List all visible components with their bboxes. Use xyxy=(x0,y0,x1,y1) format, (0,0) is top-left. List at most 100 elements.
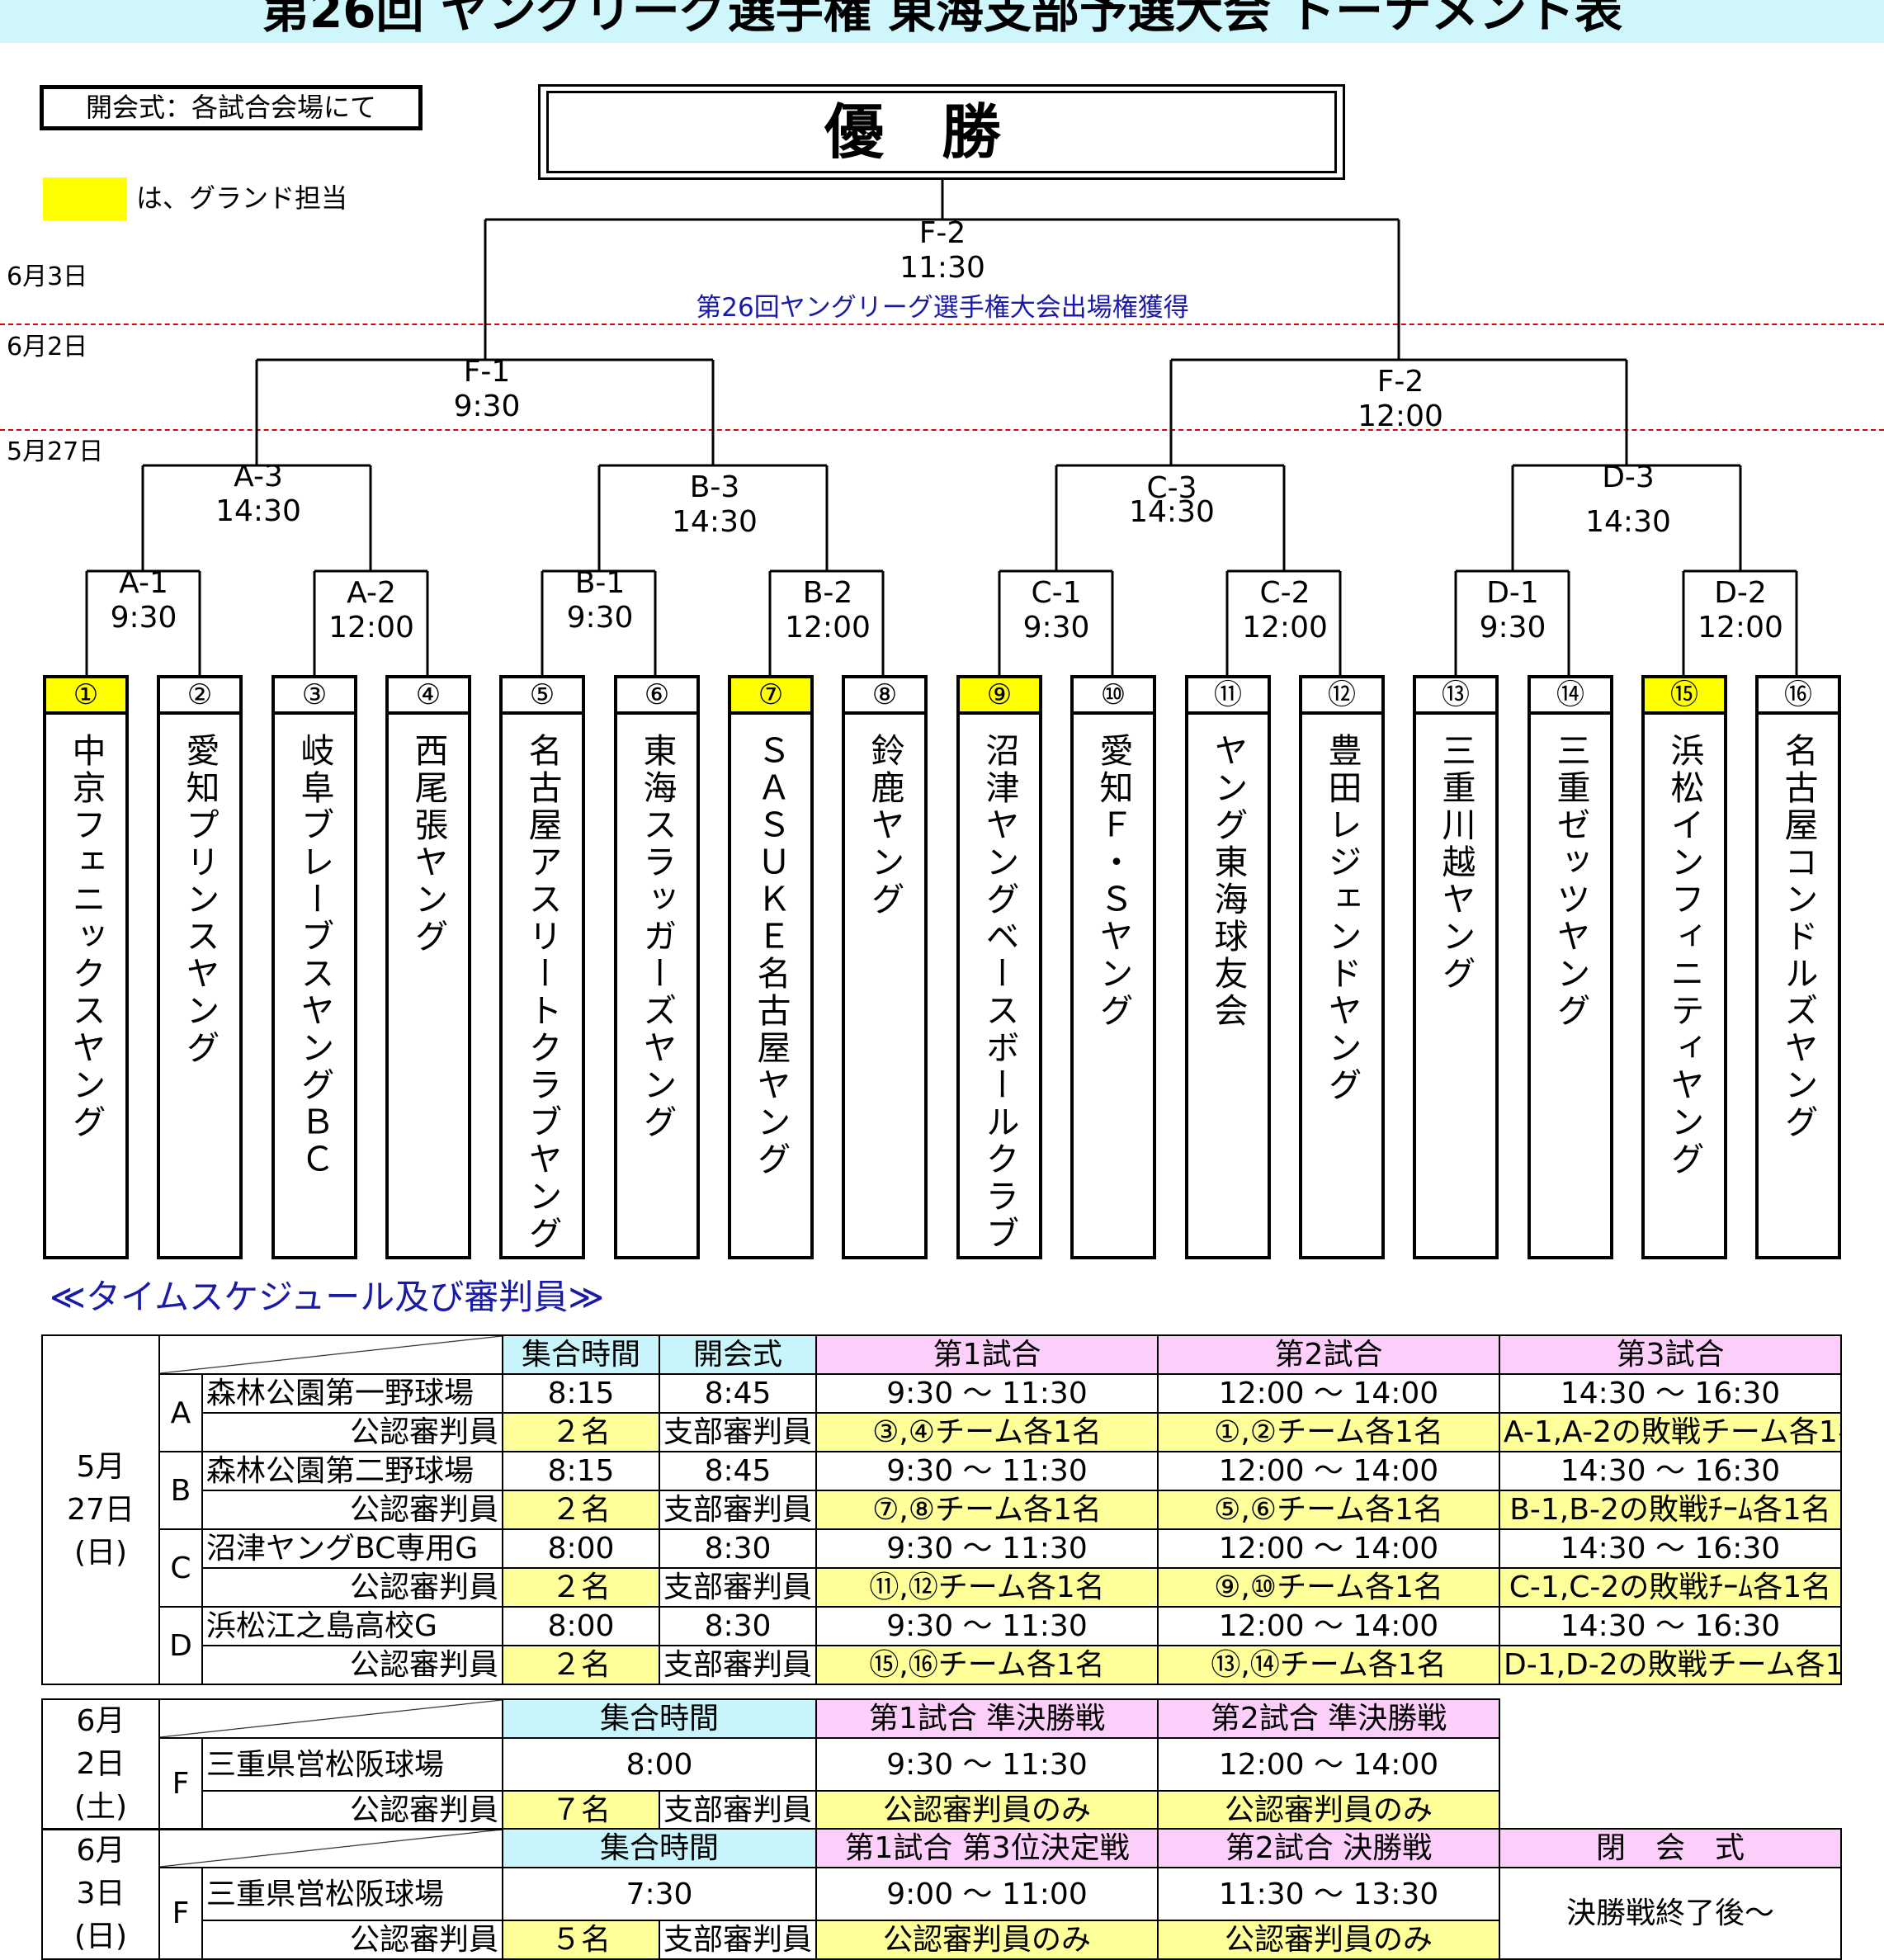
game3-time: 14:30 ～ 16:30 xyxy=(1499,1373,1842,1414)
opening-time: 8:30 xyxy=(659,1606,817,1646)
team-name: 岐阜ブレーブスヤングＢＣ xyxy=(295,733,334,1178)
referee-game2: ⑤,⑥チーム各1名 xyxy=(1157,1490,1500,1530)
team-box: 浜松インフィニティヤング xyxy=(1641,715,1727,1259)
bracket-lines xyxy=(85,180,1798,677)
referee-count: ５名 xyxy=(502,1920,660,1960)
team-slot: ⑫ 豊田レジェンドヤング xyxy=(1299,675,1385,1259)
match-final-time: 11:30 xyxy=(900,251,985,285)
header-third-place: 第1試合 第3位決定戦 xyxy=(815,1828,1159,1868)
team-number: ⑥ xyxy=(614,675,700,715)
team-number: ⑫ xyxy=(1299,675,1385,715)
header-game1: 第1試合 xyxy=(815,1334,1159,1375)
match-sf-time: 9:30 xyxy=(453,390,521,423)
schedule-heading: ≪タイムスケジュール及び審判員≫ xyxy=(50,1277,605,1317)
match-r1-code: C-1 xyxy=(1031,576,1082,610)
day-date: 27日 xyxy=(67,1492,135,1527)
team-slot: ⑥ 東海スラッガーズヤング xyxy=(614,675,700,1259)
team-name: ＳＡＳＵＫＥ名古屋ヤング xyxy=(751,733,791,1178)
venue-name: 森林公園第一野球場 xyxy=(201,1373,503,1414)
game2-time: 12:00 ～ 14:00 xyxy=(1157,1373,1500,1414)
gather-time: 8:00 xyxy=(502,1606,660,1646)
match-r1-code: D-1 xyxy=(1486,576,1539,610)
team-number: ⑦ xyxy=(728,675,814,715)
day-weekday: (日) xyxy=(73,1920,128,1953)
opening-time: 8:45 xyxy=(659,1373,817,1414)
gather-time: 8:15 xyxy=(502,1373,660,1414)
match-r1-time: 12:00 xyxy=(1242,611,1328,645)
header-game2: 第2試合 xyxy=(1157,1334,1500,1375)
team-box: 名古屋アスリートクラブヤング xyxy=(499,715,585,1259)
match-r2-time: 14:30 xyxy=(1585,505,1671,539)
team-box: 名古屋コンドルズヤング xyxy=(1755,715,1841,1259)
team-box: ＳＡＳＵＫＥ名古屋ヤング xyxy=(728,715,814,1259)
ground-legend-swatch xyxy=(43,177,127,220)
referee-label: 公認審判員 xyxy=(201,1790,503,1830)
team-number: ⑮ xyxy=(1641,675,1727,715)
venue-letter: C xyxy=(158,1528,203,1608)
team-box: 中京フェニックスヤング xyxy=(43,715,129,1259)
game3-time: 14:30 ～ 16:30 xyxy=(1499,1451,1842,1491)
page-title: 第26回 ヤングリーグ選手権 東海支部予選大会 トーナメント表 xyxy=(261,0,1623,39)
team-slot: ⑬ 三重川越ヤング xyxy=(1413,675,1499,1259)
team-number: ② xyxy=(157,675,243,715)
header-final: 第2試合 決勝戦 xyxy=(1157,1828,1501,1868)
header-semifinal1: 第1試合 準決勝戦 xyxy=(815,1698,1159,1739)
team-slot: ⑮ 浜松インフィニティヤング xyxy=(1641,675,1727,1259)
title-bar xyxy=(0,0,1884,43)
game1-time: 9:30 ～ 11:30 xyxy=(815,1528,1159,1569)
match-r2-time: 14:30 xyxy=(215,494,301,528)
referee-count: ２名 xyxy=(502,1645,660,1685)
day-month: 5月 xyxy=(76,1449,125,1484)
day-weekday: (土) xyxy=(73,1790,128,1824)
match-r2-code: B-3 xyxy=(689,470,740,504)
referee-game1: ⑮,⑯チーム各1名 xyxy=(815,1645,1159,1685)
match-r1-time: 9:30 xyxy=(566,601,634,635)
team-name: 名古屋コンドルズヤング xyxy=(1778,733,1818,1141)
game2-time: 11:30 ～ 13:30 xyxy=(1157,1867,1501,1921)
match-r1-time: 9:30 xyxy=(1479,611,1546,645)
ground-legend-text: は、グランド担当 xyxy=(136,182,348,214)
team-slot: ⑭ 三重ゼッツヤング xyxy=(1528,675,1613,1259)
date-label-june3: 6月3日 xyxy=(7,262,88,291)
game2-time: 12:00 ～ 14:00 xyxy=(1157,1606,1500,1646)
corner-cell xyxy=(158,1698,503,1739)
venue-letter: B xyxy=(158,1451,203,1530)
match-r2-code: C-3 xyxy=(1146,471,1197,505)
match-sf-time: 12:00 xyxy=(1358,399,1443,433)
branch-referee: 支部審判員 xyxy=(658,1790,818,1830)
opening-ceremony-note: 開会式：各試合会場にて xyxy=(40,85,423,130)
match-r2-time: 14:30 xyxy=(1129,495,1215,529)
team-name: 中京フェニックスヤング xyxy=(66,733,106,1141)
referee-game1: 公認審判員のみ xyxy=(815,1920,1159,1960)
referee-game2: 公認審判員のみ xyxy=(1157,1790,1501,1830)
team-number: ⑩ xyxy=(1070,675,1156,715)
team-slot: ② 愛知プリンスヤング xyxy=(157,675,243,1259)
date-label-may27: 5月27日 xyxy=(7,437,104,466)
day-date: 2日 xyxy=(76,1747,125,1781)
gather-time: 8:00 xyxy=(502,1528,660,1569)
match-r1-code: A-1 xyxy=(119,566,168,600)
team-number: ⑤ xyxy=(499,675,585,715)
team-name: ヤング東海球友会 xyxy=(1208,733,1248,1030)
match-r2-code: D-3 xyxy=(1602,460,1655,494)
team-box: 岐阜ブレーブスヤングＢＣ xyxy=(272,715,357,1259)
branch-referee: 支部審判員 xyxy=(659,1645,817,1685)
team-name: 愛知プリンスヤング xyxy=(180,733,220,1067)
header-closing: 閉 会 式 xyxy=(1499,1828,1843,1868)
team-number: ⑭ xyxy=(1528,675,1613,715)
champion-label: 優勝 xyxy=(546,91,1337,173)
team-box: 三重ゼッツヤング xyxy=(1528,715,1613,1259)
match-r1-code: A-2 xyxy=(347,576,396,610)
match-r2-code: A-3 xyxy=(234,460,283,494)
final-qualification-note: 第26回ヤングリーグ選手権大会出場権獲得 xyxy=(696,293,1189,323)
team-slot: ① 中京フェニックスヤング xyxy=(43,675,129,1259)
date-separator xyxy=(0,429,1884,431)
team-slot: ⑨ 沼津ヤングベースボールクラブ xyxy=(956,675,1042,1259)
branch-referee: 支部審判員 xyxy=(659,1567,817,1608)
referee-game1: ③,④チーム各1名 xyxy=(815,1412,1159,1452)
venue-letter: D xyxy=(158,1606,203,1685)
match-sf-code: F-2 xyxy=(1376,365,1424,399)
header-gather: 集合時間 xyxy=(502,1334,660,1375)
venue-name: 三重県営松阪球場 xyxy=(201,1867,503,1921)
day-cell: 5月 27日 (日) xyxy=(41,1334,160,1685)
